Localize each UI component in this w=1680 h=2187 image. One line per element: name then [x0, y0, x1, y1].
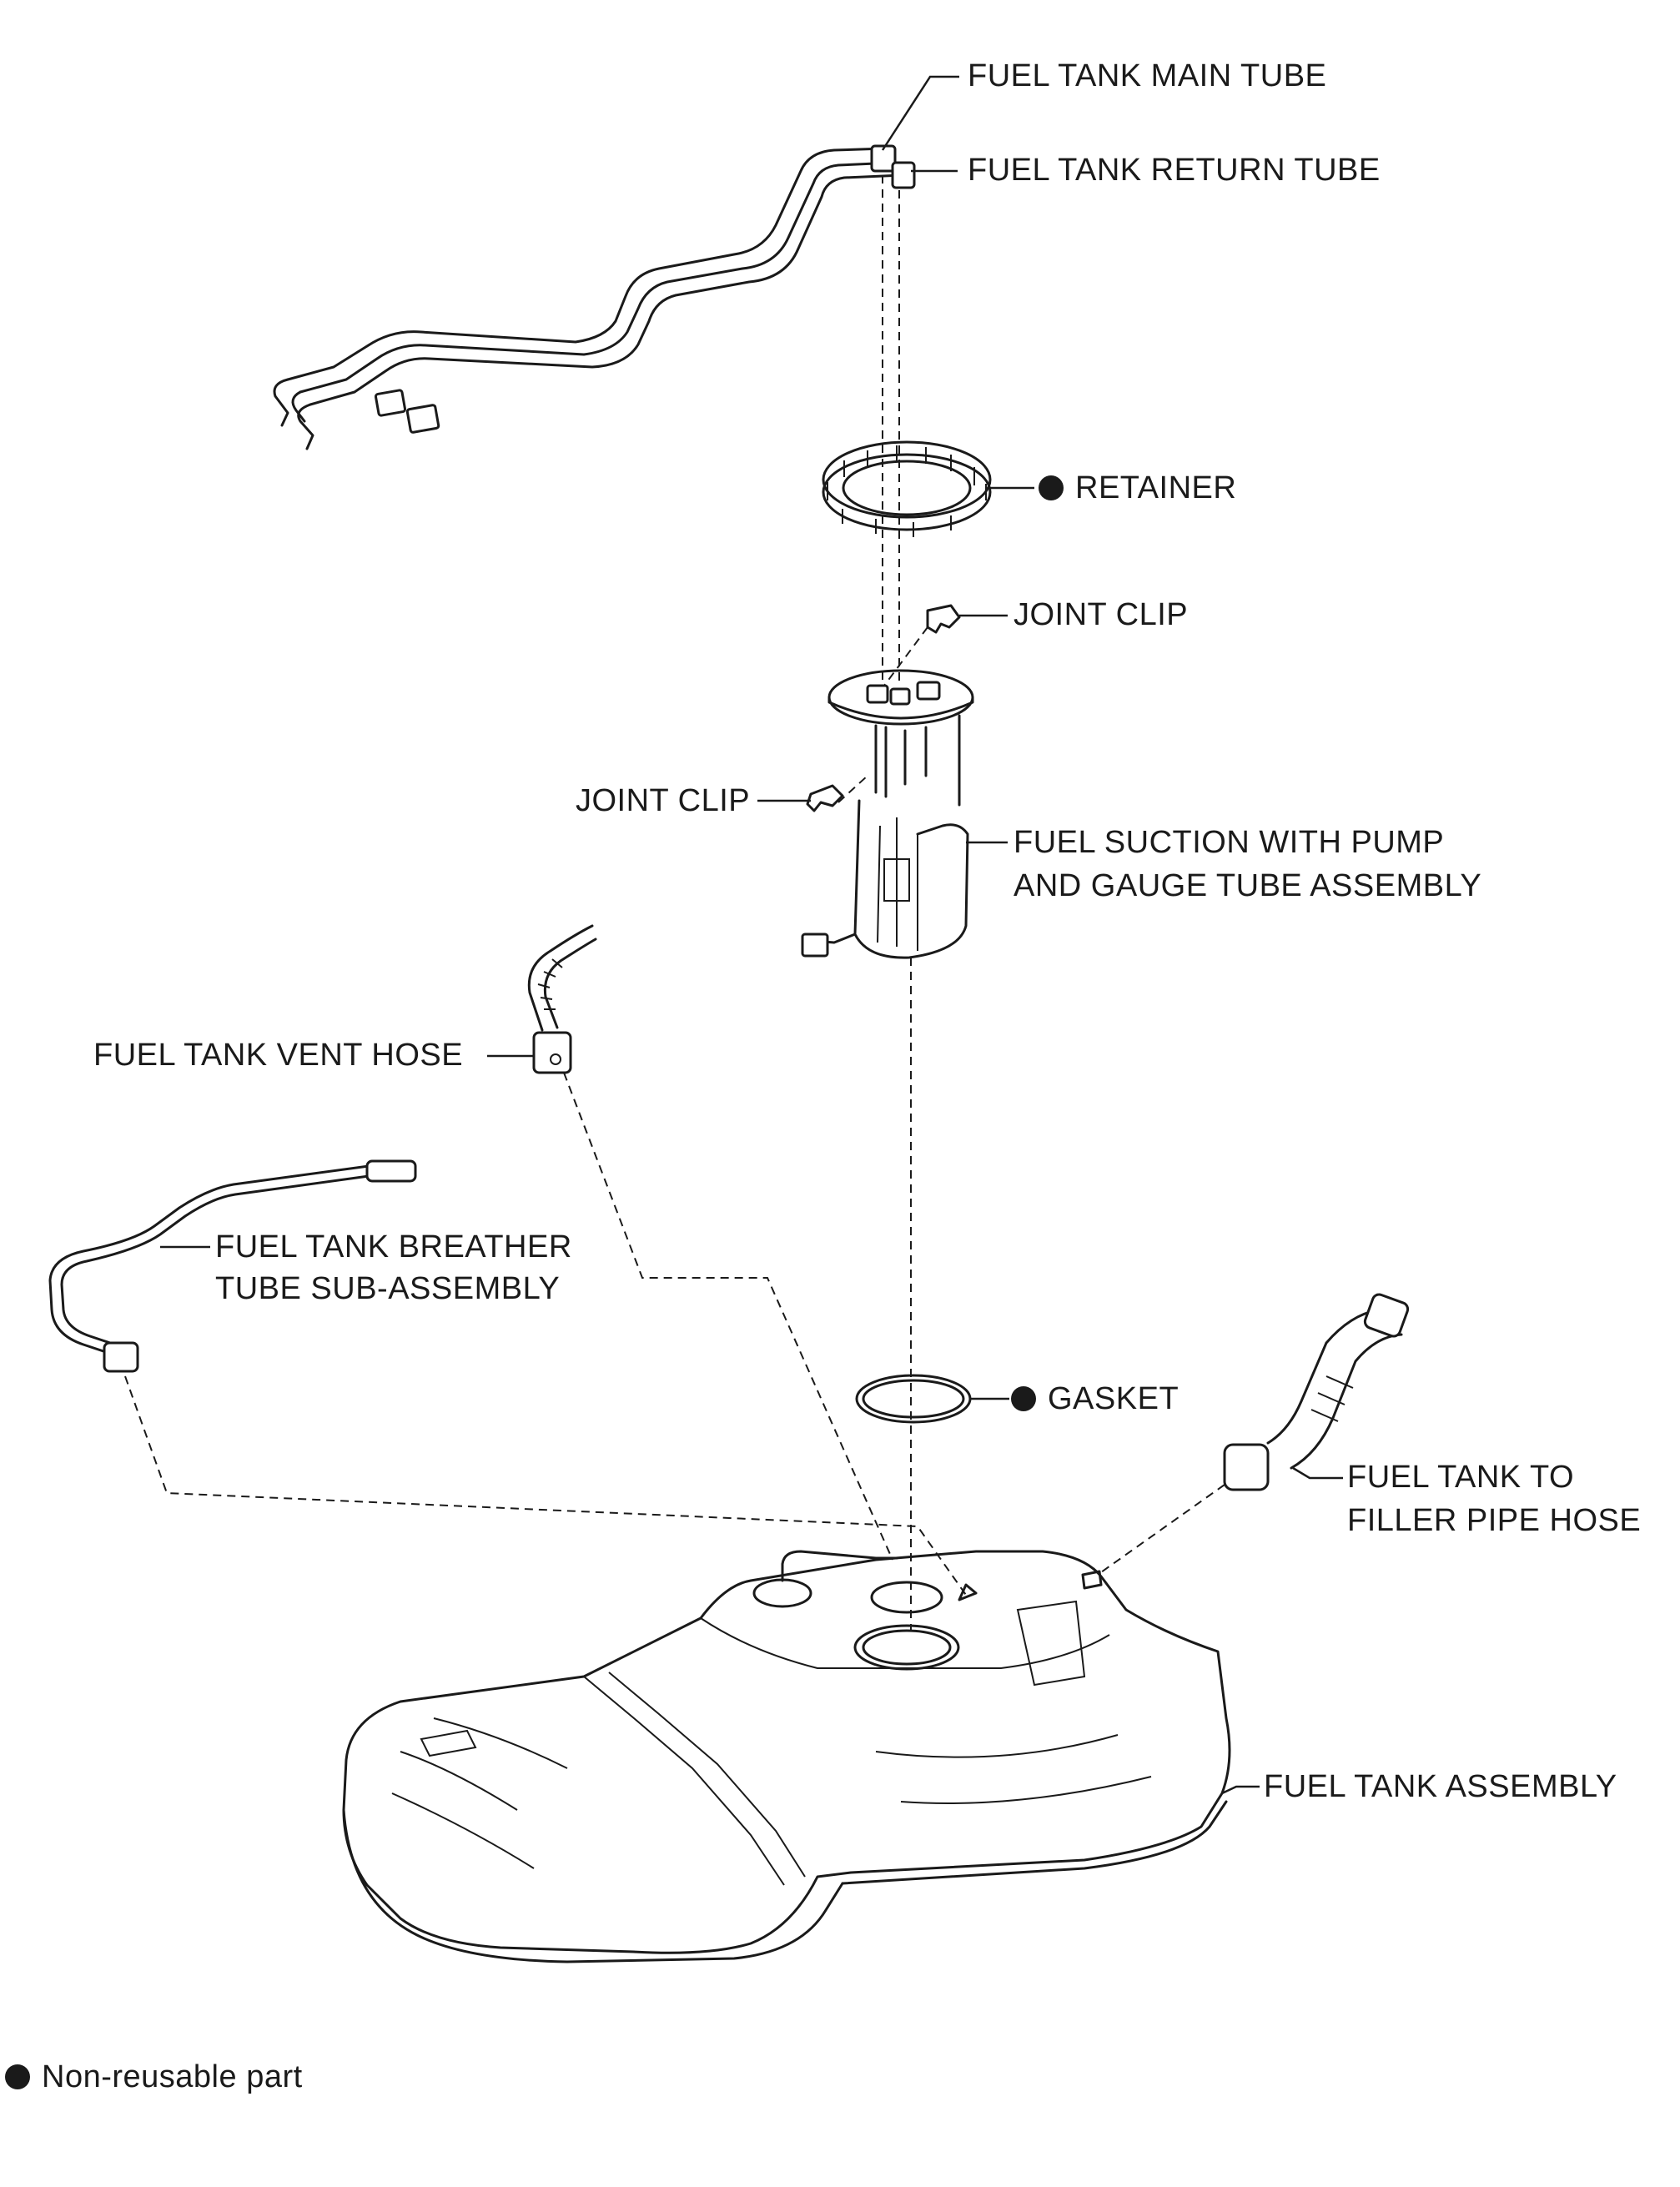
label-joint-clip-lower: JOINT CLIP	[576, 783, 751, 818]
fuel-tank-main-tube-drawing	[273, 144, 916, 450]
legend: Non-reusable part	[5, 2056, 303, 2098]
fuel-tank-breather-tube-drawing	[48, 1159, 417, 1373]
label-fuel-pump-line1: FUEL SUCTION WITH PUMP	[1014, 825, 1445, 860]
label-joint-clip-upper: JOINT CLIP	[1014, 597, 1189, 632]
fuel-tank-to-filler-pipe-hose-drawing	[1223, 1293, 1410, 1491]
joint-clip-lower-drawing	[806, 784, 844, 812]
label-gasket: GASKET	[1011, 1378, 1179, 1420]
label-fuel-tank-main-tube: FUEL TANK MAIN TUBE	[968, 58, 1327, 93]
joint-clip-upper-drawing	[926, 604, 961, 634]
fuel-pump-assembly-drawing	[801, 669, 974, 959]
gasket-drawing	[855, 1374, 972, 1424]
label-gasket-text: GASKET	[1048, 1381, 1180, 1416]
label-leader-lines	[160, 75, 1343, 1795]
label-retainer: RETAINER	[1039, 467, 1236, 509]
label-retainer-text: RETAINER	[1075, 470, 1237, 505]
label-filler-line2: FILLER PIPE HOSE	[1347, 1503, 1642, 1538]
non-reusable-marker-icon	[5, 2064, 30, 2089]
non-reusable-marker-icon	[1039, 475, 1064, 500]
label-filler-line1: FUEL TANK TO	[1347, 1460, 1575, 1495]
label-breather-line1: FUEL TANK BREATHER	[215, 1229, 572, 1264]
fuel-tank-assembly-drawing	[342, 1550, 1231, 1963]
assembly-guide-lines	[124, 175, 1225, 1631]
label-fuel-tank-return-tube: FUEL TANK RETURN TUBE	[968, 153, 1381, 188]
fuel-tank-vent-hose-drawing	[527, 924, 597, 1074]
label-fuel-tank-assembly: FUEL TANK ASSEMBLY	[1264, 1769, 1617, 1804]
retainer-drawing	[822, 440, 992, 537]
non-reusable-marker-icon	[1011, 1386, 1036, 1411]
label-fuel-tank-vent-hose: FUEL TANK VENT HOSE	[93, 1038, 464, 1073]
legend-text: Non-reusable part	[42, 2059, 303, 2094]
label-fuel-pump-line2: AND GAUGE TUBE ASSEMBLY	[1014, 868, 1482, 903]
label-breather-line2: TUBE SUB-ASSEMBLY	[215, 1271, 561, 1306]
